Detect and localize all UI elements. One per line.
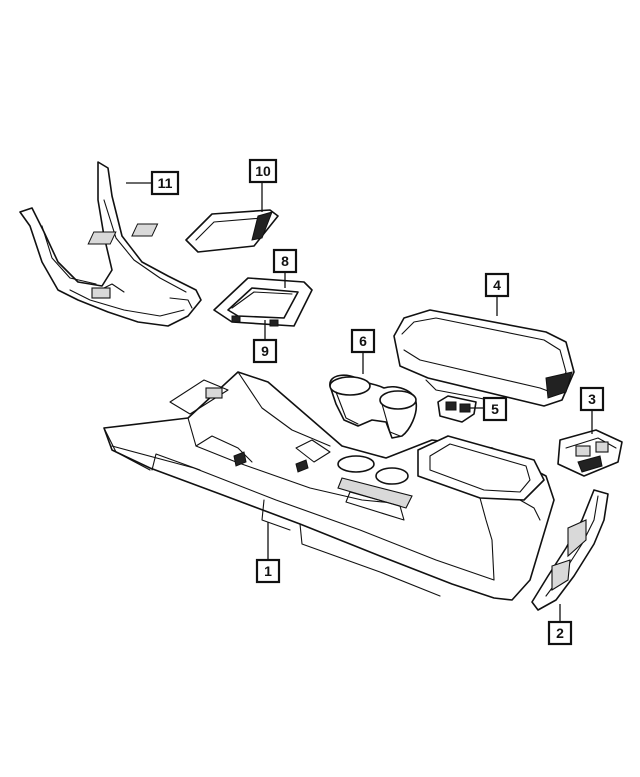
part-5-switch	[437, 395, 477, 423]
callout-4: 4	[484, 272, 510, 298]
part-3-latch-bracket	[557, 429, 623, 477]
part-8-frame-bezel	[213, 277, 313, 327]
svg-text:10: 10	[255, 163, 271, 179]
callout-5: 5	[482, 396, 508, 422]
callout-6: 6	[350, 328, 376, 354]
callout-1: 1	[255, 558, 281, 584]
svg-text:8: 8	[281, 253, 289, 269]
part-2-side-panel	[531, 489, 609, 611]
svg-text:3: 3	[588, 391, 596, 407]
svg-text:1: 1	[264, 563, 272, 579]
svg-text:9: 9	[261, 343, 269, 359]
part-6-cupholder-insert	[329, 374, 418, 439]
callout-10: 10	[248, 158, 278, 184]
callout-3: 3	[579, 386, 605, 412]
callout-2: 2	[547, 620, 573, 646]
svg-text:6: 6	[359, 333, 367, 349]
svg-text:11: 11	[158, 175, 173, 191]
part-4-armrest-lid	[393, 309, 575, 407]
part-1-console-body	[103, 371, 555, 601]
callout-8: 8	[272, 248, 298, 274]
svg-text:2: 2	[556, 625, 564, 641]
svg-text:5: 5	[491, 401, 499, 417]
svg-text:4: 4	[493, 277, 501, 293]
callout-11: 11	[150, 170, 180, 196]
part-10-bin-bezel	[87, 209, 279, 253]
callout-9: 9	[252, 338, 278, 364]
